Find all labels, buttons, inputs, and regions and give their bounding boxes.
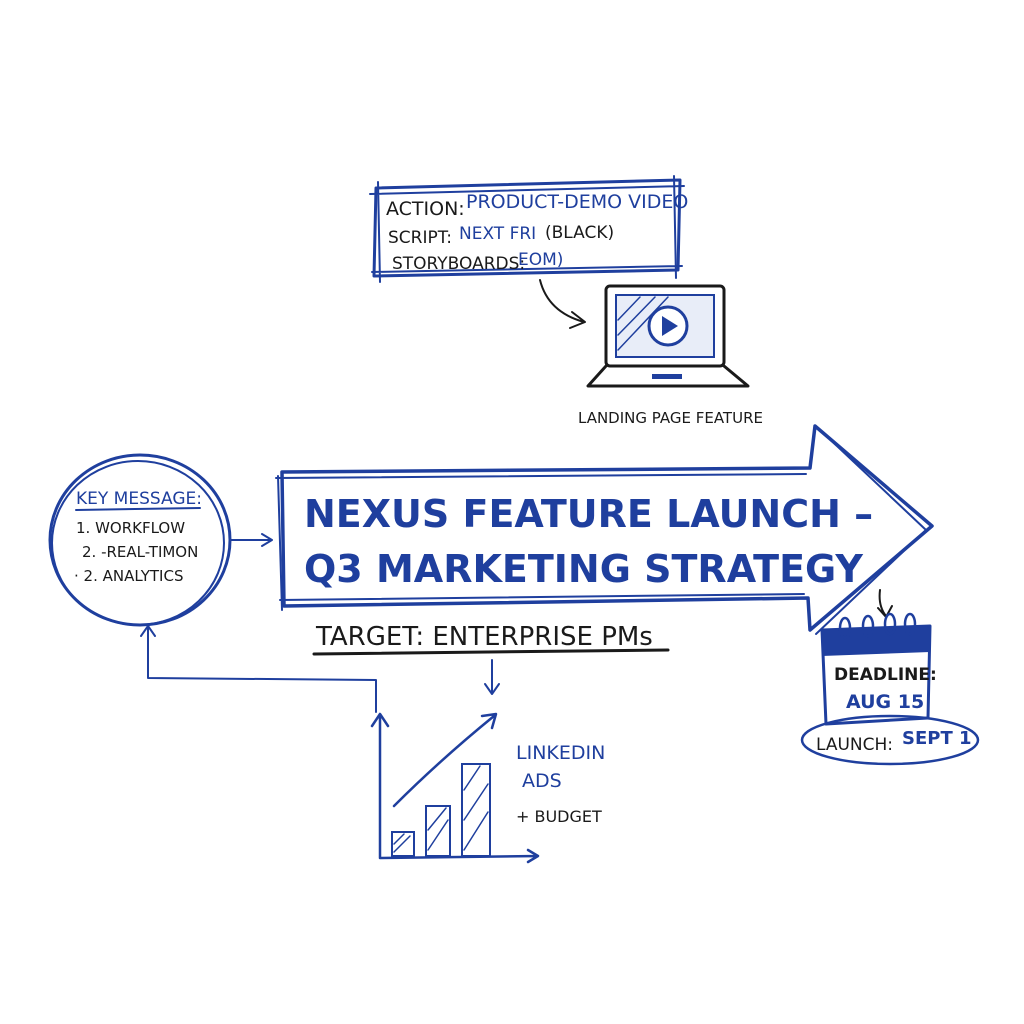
target-audience: TARGET: ENTERPRISE PMs	[315, 622, 653, 652]
launch-label: LAUNCH:	[816, 735, 893, 755]
storyboards-label: STORYBOARDS:	[392, 254, 525, 274]
script-value: NEXT FRI	[459, 224, 536, 244]
bar-chart-growth-icon	[370, 712, 540, 864]
deadline-value: AUG 15	[846, 691, 924, 713]
script-label: SCRIPT:	[388, 228, 452, 248]
connector-arrow	[229, 533, 273, 547]
action-label: ACTION:	[386, 198, 465, 220]
main-arrow: NEXUS FEATURE LAUNCH – Q3 MARKETING STRA…	[275, 424, 934, 635]
laptop-play-icon	[586, 284, 750, 388]
key-message-circle: KEY MESSAGE: 1. WORKFLOW 2. -REAL-TIMON …	[48, 453, 232, 627]
linkedin-label: LINKEDIN	[516, 742, 605, 764]
key-message-title: KEY MESSAGE:	[76, 489, 202, 509]
launch-oval	[800, 714, 980, 766]
connector-arrow	[140, 625, 377, 713]
ads-label: ADS	[522, 770, 562, 792]
key-message-item: 2. -REAL-TIMON	[82, 543, 198, 561]
target-underline	[312, 648, 670, 656]
arrow-title-line2: Q3 MARKETING STRATEGY	[304, 547, 863, 591]
budget-label: + BUDGET	[516, 807, 602, 826]
arrow-title-line1: NEXUS FEATURE LAUNCH –	[304, 492, 873, 536]
deadline-label: DEADLINE:	[834, 665, 937, 685]
key-message-item: · 2. ANALYTICS	[74, 567, 183, 585]
laptop-caption: LANDING PAGE FEATURE	[578, 409, 763, 427]
launch-value: SEPT 1	[902, 728, 972, 749]
connector-arrow	[484, 659, 500, 695]
calendar-icon: DEADLINE: AUG 15	[820, 612, 937, 726]
key-message-item: 1. WORKFLOW	[76, 519, 185, 537]
storyboards-value: EOM)	[518, 250, 563, 270]
arrow-to-laptop	[539, 279, 586, 329]
script-note: (BLACK)	[545, 223, 614, 243]
action-box: ACTION: PRODUCT-DEMO VIDEO SCRIPT: NEXT …	[369, 175, 688, 283]
action-value: PRODUCT-DEMO VIDEO	[466, 191, 688, 213]
